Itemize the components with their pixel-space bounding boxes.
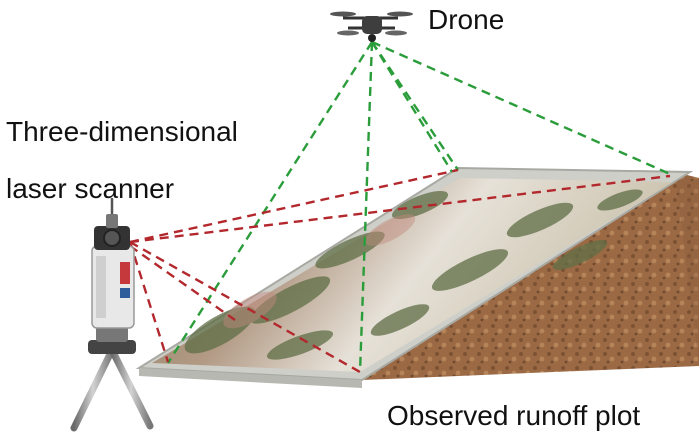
drone-rays <box>166 40 671 373</box>
scanner-rays <box>128 168 671 374</box>
laser-scanner-icon <box>70 198 154 436</box>
runoff-plot <box>135 166 694 388</box>
drone-icon <box>330 11 413 42</box>
soil-embankment <box>362 172 699 380</box>
runoff-plot-label: Observed runoff plot <box>387 400 641 431</box>
scanner-label-line-1: Three-dimensional <box>6 116 238 147</box>
drone-label: Drone <box>428 4 505 35</box>
vegetation-patches <box>184 189 643 360</box>
scanner-label-line-2: laser scanner <box>6 173 175 204</box>
